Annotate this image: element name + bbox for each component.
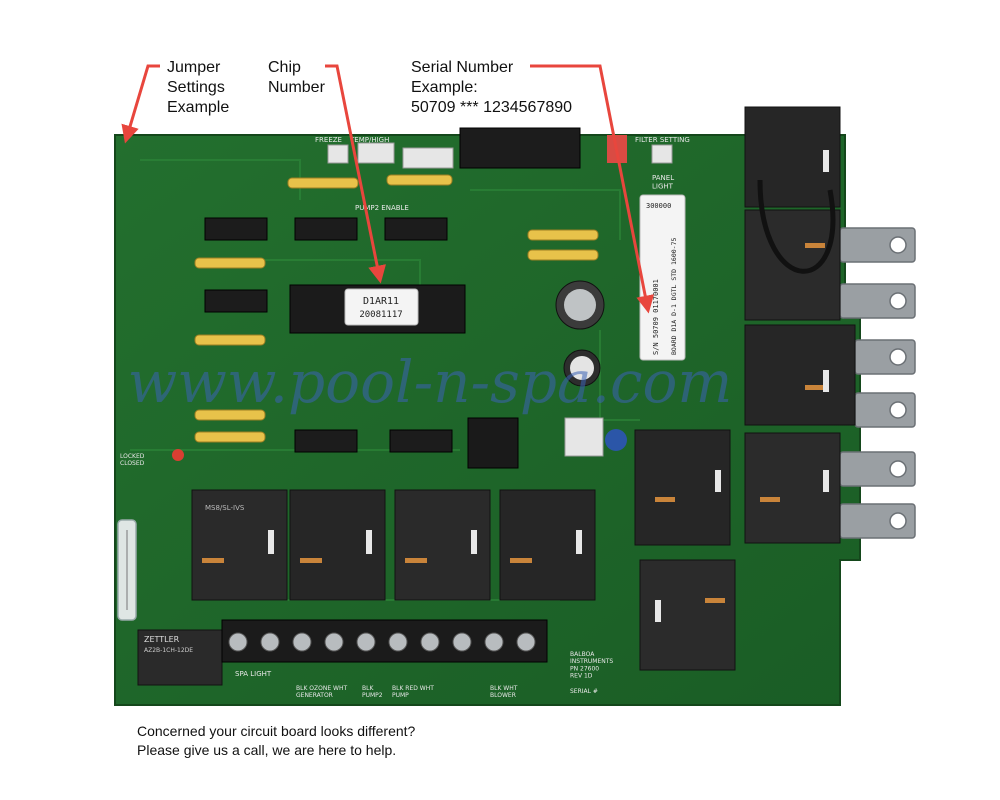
footer-line-1: Concerned your circuit board looks diffe… (137, 723, 416, 739)
zettler-relay: ZETTLER AZ2B-1CH-12DE (137, 629, 223, 686)
label-serial: SERIAL # (570, 688, 598, 695)
ic-chips (204, 127, 581, 469)
label-freeze: FREEZE (315, 136, 342, 144)
sticker-top: 300000 (646, 202, 671, 210)
serial-sticker: 300000 S/N 50709 01170001 BOARD D1A D-1 … (639, 194, 686, 361)
relay-marking: MS8/SL-IVS (205, 504, 245, 512)
label-temp-high: TEMP/HIGH (349, 136, 389, 144)
label-pump2-enable: PUMP2 ENABLE (355, 204, 409, 212)
zettler-brand: ZETTLER (144, 635, 180, 644)
bottom-relays: MS8/SL-IVS (191, 489, 596, 601)
main-microcontroller: D1AR11 20081117 (289, 284, 466, 334)
capacitors (555, 280, 627, 451)
watermark: www.pool-n-spa.com (128, 348, 733, 416)
red-led (172, 449, 184, 461)
sticker-serial: S/N 50709 01170001 (652, 279, 660, 355)
terminal-block (221, 619, 548, 663)
white-connectors (327, 142, 673, 457)
footer-line-2: Please give us a call, we are here to he… (137, 742, 397, 758)
resistor-arrays (194, 174, 599, 443)
footer-note: Concerned your circuit board looks diffe… (137, 722, 415, 760)
right-relays (634, 106, 856, 671)
callout-arrows (121, 64, 655, 314)
serial-number-callout: Serial Number Example: 50709 *** 1234567… (411, 59, 573, 116)
sticker-board: BOARD D1A D-1 DGTL STD 1600-75 (670, 238, 678, 355)
chip-label-line2: 20081117 (359, 310, 402, 320)
jumper-settings-callout: Jumper Settings Example (167, 59, 230, 116)
label-filter-setting: FILTER SETTING (635, 136, 690, 144)
chip-number-callout: Chip Number (268, 59, 325, 96)
chip-label-line1: D1AR11 (363, 296, 399, 307)
glass-fuse (117, 519, 137, 621)
label-spa-light: SPA LIGHT (235, 670, 272, 678)
zettler-part: AZ2B-1CH-12DE (144, 647, 193, 654)
